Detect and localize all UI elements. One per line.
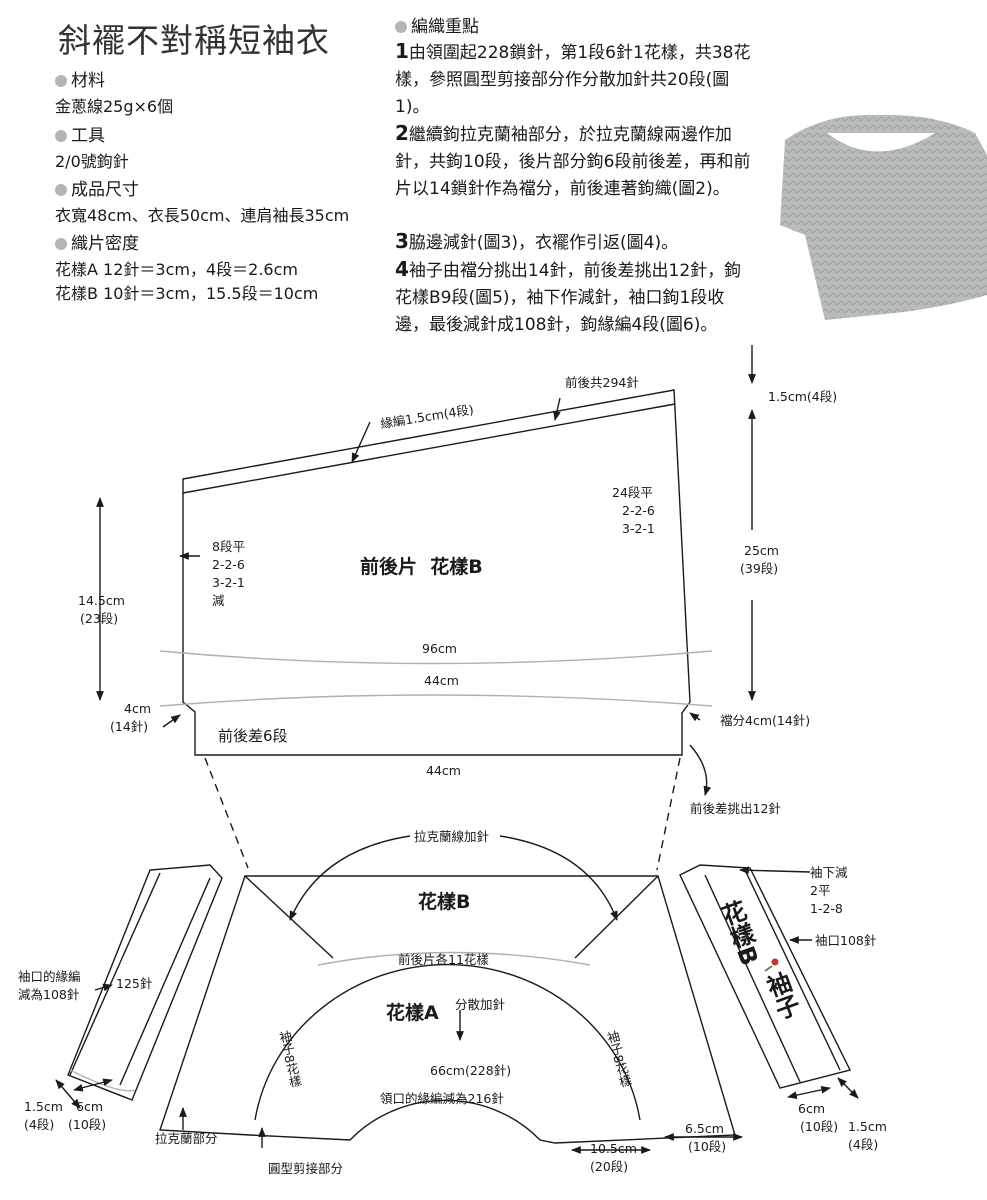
side-width-cm: 4cm: [124, 701, 152, 716]
sleeve-dec-title: 袖下減: [810, 865, 848, 880]
left-rows-label: 8段平: [212, 539, 245, 554]
left-height-rows: (23段): [80, 611, 119, 626]
neck-edging-label: 領口的緣編減為216針: [380, 1091, 504, 1106]
gauge-line-2: 花樣B 10針＝3cm，15.5段＝10cm: [55, 284, 319, 303]
sleeve-dec-2: 1-2-8: [810, 901, 843, 916]
right-dec-1: 2-2-6: [622, 503, 655, 518]
round-yoke-part-label: 圓型剪接部分: [268, 1161, 344, 1176]
bullet-dot-icon: [55, 130, 67, 142]
left-sleeve-h-cm: 1.5cm: [24, 1099, 63, 1114]
bullet-dot-icon: [55, 75, 67, 87]
right-height-cm: 25cm: [744, 543, 779, 558]
bullet-dot-icon: [55, 184, 67, 196]
size-heading: 成品尺寸: [55, 175, 139, 200]
note-4: 4袖子由襠分挑出14針，前後差挑出12針，鉤花樣B9段(圖5)，袖下作減針，袖口…: [395, 257, 742, 335]
cuff-edging-label-a: 袖口的緣編: [18, 969, 81, 984]
pickup-label: 前後差挑出12針: [690, 801, 781, 816]
left-dec-1: 2-2-6: [212, 557, 245, 572]
bullet-dot-icon: [395, 21, 407, 33]
width-6-5-rows: (10段): [688, 1139, 727, 1154]
body-piece-outline: [182, 389, 691, 756]
right-top-height-label: 1.5cm(4段): [768, 389, 838, 404]
left-dec-2: 3-2-1: [212, 575, 245, 590]
gauge-heading: 織片密度: [55, 229, 139, 254]
sweater-photo: [765, 85, 987, 345]
width-44-label: 44cm: [424, 673, 459, 688]
tools-value: 2/0號鉤針: [55, 152, 129, 171]
pattern-b-label: 花樣B: [418, 891, 471, 913]
gusset-label: 襠分4cm(14針): [720, 713, 811, 728]
right-height-rows: (39段): [740, 561, 779, 576]
notes-heading: 編織重點: [395, 12, 479, 37]
left-sleeve-h-rows: (4段): [24, 1117, 55, 1132]
width-96-label: 96cm: [422, 641, 457, 656]
width-10-5-rows: (20段): [590, 1159, 629, 1174]
cuff-108-label: 袖口108針: [815, 933, 877, 948]
left-sleeve-w-cm: 6cm: [76, 1099, 104, 1114]
width-6-5-cm: 6.5cm: [685, 1121, 724, 1136]
note-1: 1由領圍起228鎖針，第1段6針1花樣，共38花樣，參照圓型剪接部分作分散加針共…: [395, 39, 751, 117]
materials-value: 金蔥線25g×6個: [55, 97, 174, 116]
stitch-125-label: 125針: [116, 976, 153, 991]
right-sleeve-w-cm: 6cm: [798, 1101, 826, 1116]
raglan-part-label: 拉克蘭部分: [155, 1131, 218, 1146]
sleeve-dec-1: 2平: [810, 883, 831, 898]
cuff-edging-label-b: 減為108針: [18, 987, 80, 1002]
width-10-5-cm: 10.5cm: [590, 1141, 637, 1156]
body-title: 前後片 花樣B: [360, 556, 483, 578]
pattern-a-label: 花樣A: [386, 1002, 439, 1024]
right-sleeve-outline: [679, 864, 852, 1089]
spread-increase-label: 分散加針: [455, 997, 506, 1012]
right-dec-2: 3-2-1: [622, 521, 655, 536]
top-total-label: 前後共294針: [565, 375, 639, 390]
left-height-cm: 14.5cm: [78, 593, 125, 608]
gauge-line-1: 花樣A 12針＝3cm，4段＝2.6cm: [55, 260, 298, 279]
neck-label: 66cm(228針): [430, 1063, 512, 1078]
note-2: 2繼續鉤拉克蘭袖部分，於拉克蘭線兩邊作加針，共鉤10段，後片部分鉤6段前後差，再…: [395, 121, 751, 199]
note-3: 3脇邊減針(圖3)，衣襬作引返(圖4)。: [395, 229, 679, 253]
bullet-dot-icon: [55, 238, 67, 250]
left-sleeve-w-rows: (10段): [68, 1117, 107, 1132]
right-sleeve-h-cm: 1.5cm: [848, 1119, 887, 1134]
page-title: 斜襬不對稱短袖衣: [58, 21, 330, 60]
right-sleeve-h-rows: (4段): [848, 1137, 879, 1152]
materials-heading: 材料: [55, 66, 105, 91]
front-back-diff-label: 前後差6段: [218, 727, 288, 745]
left-sleeve-outline: [67, 864, 223, 1101]
tools-heading: 工具: [55, 121, 105, 146]
raglan-increase-label: 拉克蘭線加針: [414, 829, 490, 844]
yoke-outline: [159, 875, 736, 1144]
body-edging-line: [182, 403, 676, 494]
size-value: 衣寬48cm、衣長50cm、連肩袖長35cm: [55, 206, 350, 225]
bottom-width-label: 44cm: [426, 763, 461, 778]
left-dec-3: 減: [212, 593, 225, 608]
right-sleeve-w-rows: (10段): [800, 1119, 839, 1134]
side-width-sts: (14針): [110, 719, 149, 734]
motifs-label: 前後片各11花樣: [398, 952, 489, 967]
right-rows-label: 24段平: [612, 485, 653, 500]
